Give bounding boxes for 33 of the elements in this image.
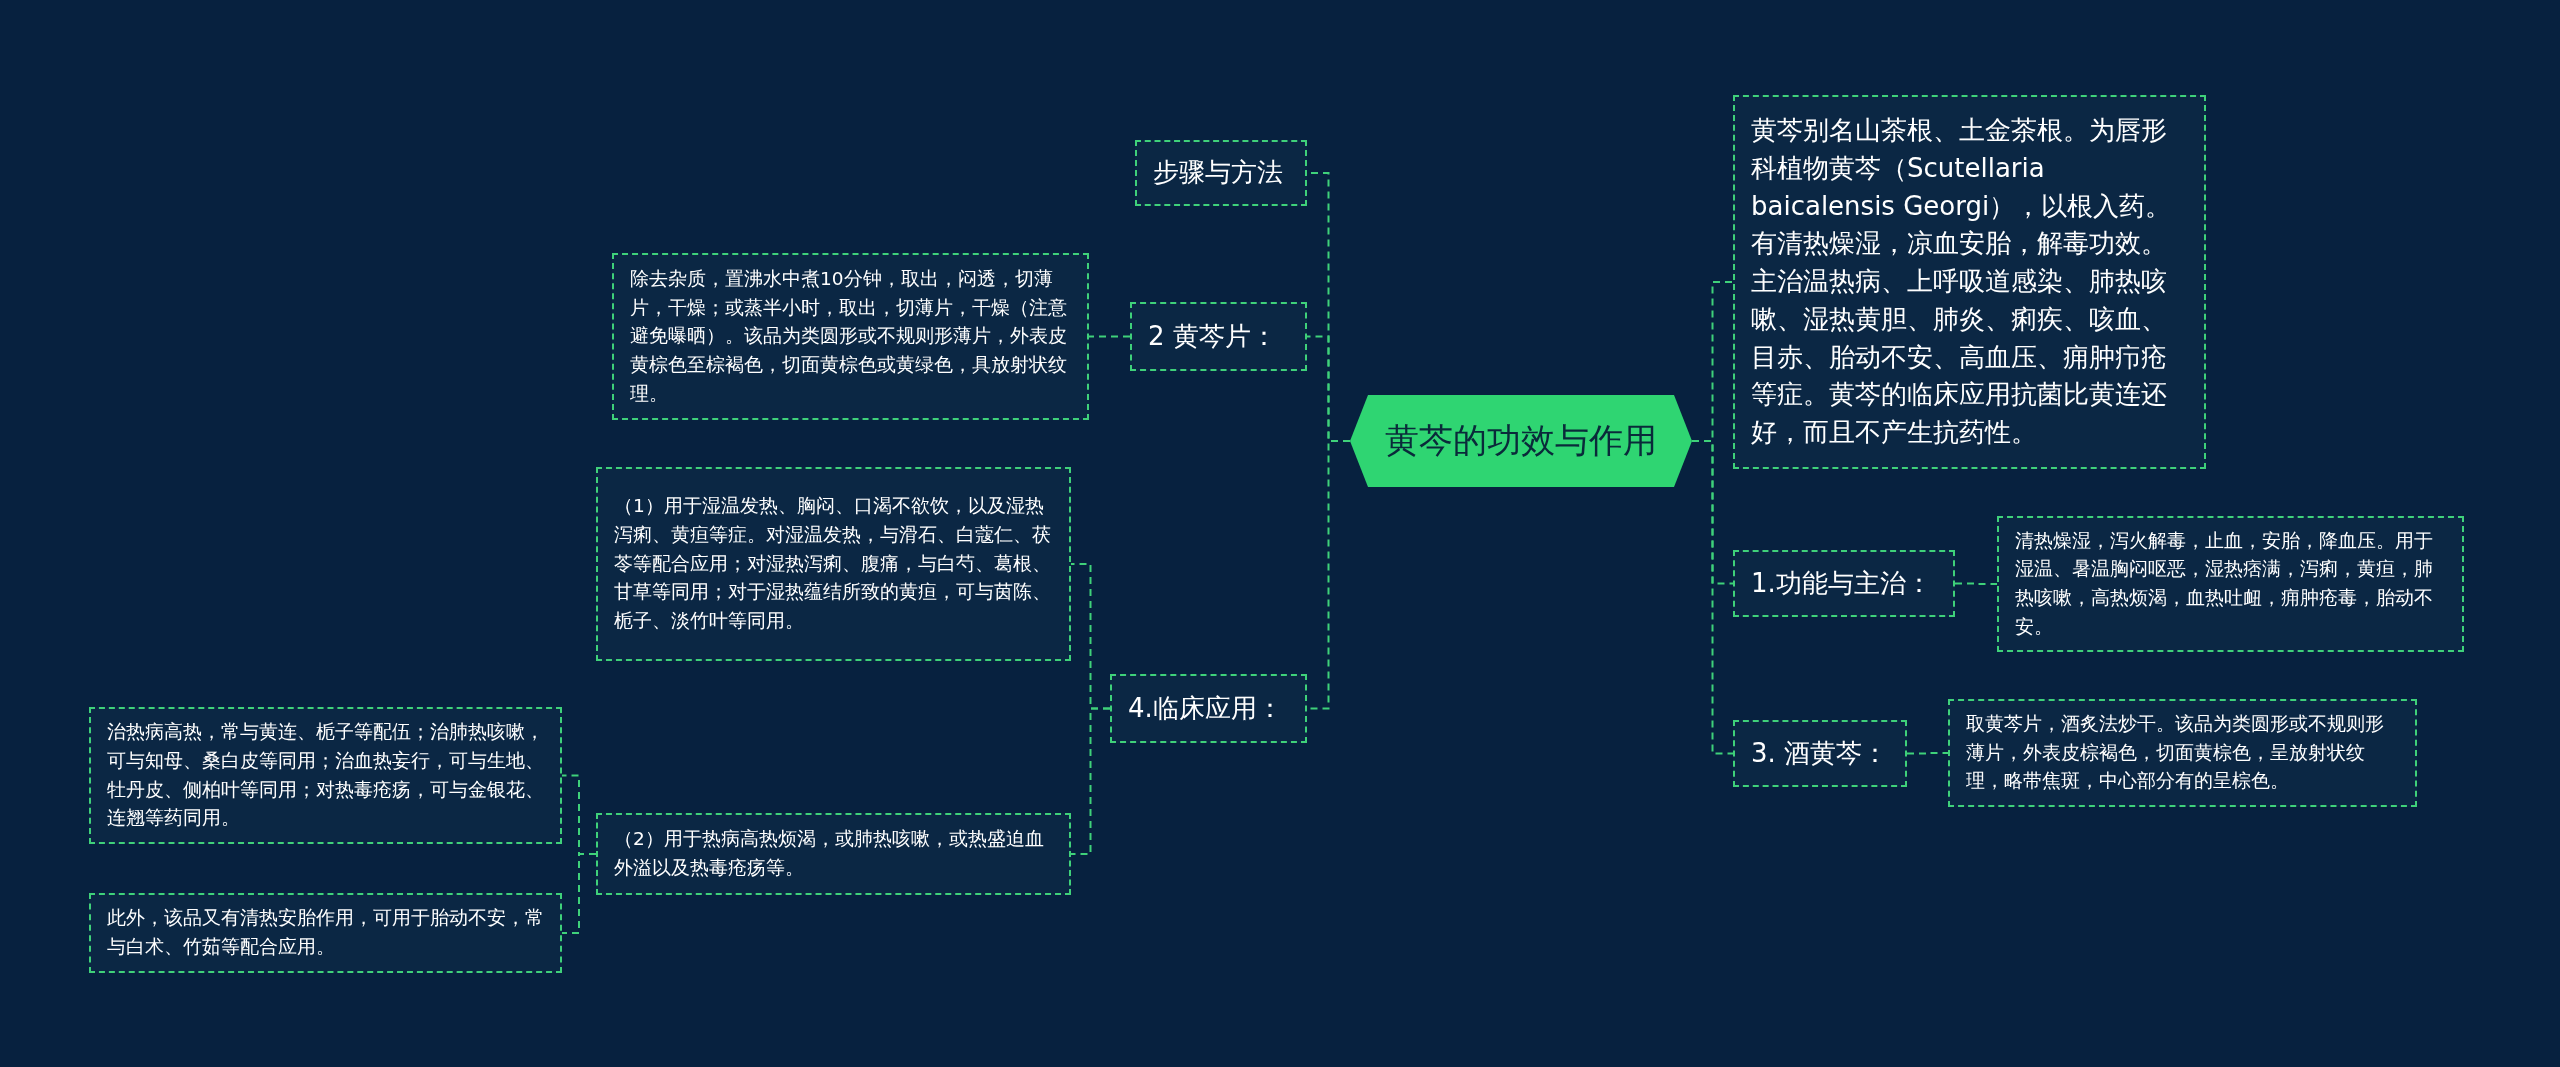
topic-text: 1.功能与主治： [1751, 566, 1932, 600]
topic-box [1135, 140, 1307, 206]
topic-box [1733, 720, 1907, 787]
topic-text: 清热燥湿，泻火解毒，止血，安胎，降血压。用于湿温、暑温胸闷呕恶，湿热痞满，泻痢，黄疸，肺热咳嗽，高热烦渴，血热吐衄，痈肿疮毒，胎动不安。 [2015, 528, 2434, 639]
topic-box [1733, 95, 2206, 469]
topic-box [612, 253, 1089, 420]
topic-box [1733, 550, 1955, 617]
topic-text: 步骤与方法 [1153, 156, 1283, 190]
topic-text: 除去杂质，置沸水中煮10分钟，取出，闷透，切薄片，干燥；或蒸半小时，取出，切薄片，干燥（注意避免曝晒）。该品为类圆形或不规则形薄片，外表皮黄棕色至棕褐色，切面黄棕色或黄绿色，具放射状纹理。 [630, 266, 1068, 406]
topic-box [596, 467, 1071, 661]
connector-line [1906, 752, 1949, 755]
topic-text: 4.临床应用： [1128, 691, 1283, 725]
topic-text: 3. 酒黄芩： [1751, 736, 1889, 770]
topic-text: 黄芩别名山茶根、土金茶根。为唇形科植物黄芩（Scutellaria baicalensis Georgi），以根入药。有清热燥湿，凉血安胎，解毒功效。主治温热病、上呼吸道感染、肺热咳嗽、湿热黄胆、肺炎、痢疾、咳血、目赤、胎动不安、高血压、痈肿疖疮等症。黄芩的临床应用抗菌比黄连还好，而且不产生抗药性。 [1751, 114, 2173, 449]
connector-line [1691, 440, 1734, 755]
topic-box [1948, 699, 2417, 807]
topic-text: 治热病高热，常与黄连、栀子等配伍；治肺热咳嗽，可与知母、桑白皮等同用；治血热妄行，可与生地、牡丹皮、侧柏叶等同用；对热毒疮疡，可与金银花、连翘等药同用。 [107, 720, 544, 831]
topic-box [1110, 674, 1307, 743]
topic-text: （2）用于热病高热烦渴，或肺热咳嗽，或热盛迫血外溢以及热毒疮疡等。 [614, 827, 1045, 880]
connector-line [561, 853, 597, 934]
topic-text: （1）用于湿温发热、胸闷、口渴不欲饮，以及湿热泻痢、黄疸等症。对湿温发热，与滑石、白蔻仁、茯苓等配合应用；对湿热泻痢、腹痛，与白芍、葛根、甘草等同用；对于湿热蕴结所致的黄疸，可与茵陈、栀子、淡竹叶等同用。 [614, 494, 1052, 633]
central-topic-text: 黄芩的功效与作用 [1385, 419, 1657, 463]
topic-box [1997, 516, 2464, 652]
connector-line [1954, 582, 1998, 585]
topic-box [596, 813, 1071, 895]
topic-text: 取黄芩片，酒炙法炒干。该品为类圆形或不规则形薄片，外表皮棕褐色，切面黄棕色，呈放射状纹理，略带焦斑，中心部分有的呈棕色。 [1966, 712, 2385, 794]
topic-box [89, 707, 562, 844]
topic-box [89, 893, 562, 973]
topic-text: 2 黄芩片： [1148, 319, 1277, 353]
connector-line [1088, 335, 1131, 338]
topic-box [1130, 302, 1307, 371]
topic-text: 此外，该品又有清热安胎作用，可用于胎动不安，常与白术、竹茹等配合应用。 [107, 906, 544, 959]
connector-line [1070, 707, 1111, 855]
